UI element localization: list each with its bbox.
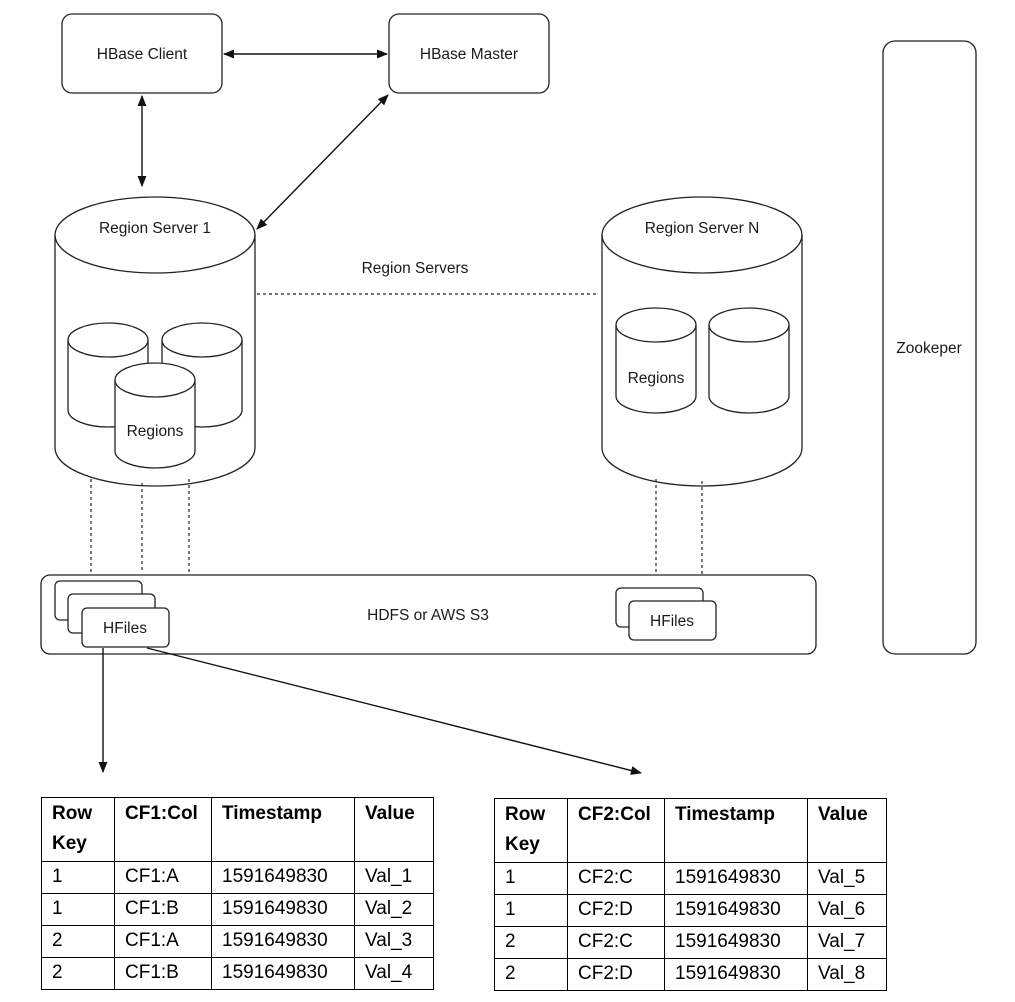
table-row: 2 CF2:C 1591649830 Val_7 [494,926,887,959]
hfiles-stack: HFiles [54,580,170,648]
regions-label: Regions [127,423,184,440]
table-cell: CF1:A [114,925,212,958]
table-cell: 2 [494,926,568,959]
table-cell: 1591649830 [664,926,808,959]
table-cell: CF2:C [567,862,665,895]
hfiles-table2-arrow [146,647,643,775]
hfiles-label: HFiles [103,620,147,637]
table-cell: 2 [494,958,568,991]
zookeeper-node: Zookeper [882,40,977,655]
table-row: 1 CF2:D 1591649830 Val_6 [494,894,887,927]
table-cell: Val_7 [807,926,887,959]
hfile-table-cf1: Row Key CF1:Col Timestamp Value 1 CF1:A … [41,797,434,990]
zookeeper-label: Zookeper [896,340,961,357]
hfiles-stack: HFiles [615,587,717,641]
table-cell: 1591649830 [211,925,355,958]
table-cell: CF2:C [567,926,665,959]
column-header: Row Key [494,798,568,863]
column-header: Timestamp [211,797,355,862]
table-cell: CF2:D [567,894,665,927]
table-cell: 1 [494,894,568,927]
storage-connectors [90,479,703,587]
hbase-master-node: HBase Master [388,13,550,94]
table-row: 1 CF1:B 1591649830 Val_2 [41,893,434,926]
table-header-row: Row Key CF2:Col Timestamp Value [494,798,887,863]
table-cell: Val_1 [354,861,434,894]
table-cell: CF1:B [114,893,212,926]
table-row: 2 CF2:D 1591649830 Val_8 [494,958,887,991]
hbase-client-label: HBase Client [97,46,188,63]
table-cell: 1 [41,861,115,894]
table-cell: 1 [41,893,115,926]
table-cell: 1591649830 [211,957,355,990]
table-row: 1 CF1:A 1591649830 Val_1 [41,861,434,894]
table-cell: Val_2 [354,893,434,926]
column-header: CF1:Col [114,797,212,862]
table-row: 1 CF2:C 1591649830 Val_5 [494,862,887,895]
table-cell: 1591649830 [664,862,808,895]
table-cell: Val_4 [354,957,434,990]
table-cell: 2 [41,925,115,958]
table-row: 2 CF1:B 1591649830 Val_4 [41,957,434,990]
table-cell: 1591649830 [664,958,808,991]
column-header: Value [354,797,434,862]
master-server1-arrow [256,94,389,230]
region-server-n-label: Region Server N [645,220,760,237]
hfile-table-cf2: Row Key CF2:Col Timestamp Value 1 CF2:C … [494,798,887,991]
table-cell: Val_5 [807,862,887,895]
region-server-n: Region Server N Regions [601,196,803,487]
table-cell: Val_8 [807,958,887,991]
column-header: Row Key [41,797,115,862]
table-header-row: Row Key CF1:Col Timestamp Value [41,797,434,862]
column-header: Timestamp [664,798,808,863]
hbase-master-label: HBase Master [420,46,518,63]
column-header: Value [807,798,887,863]
region-cylinder: Regions [114,362,196,469]
region-server-1: Region Server 1 Regions [54,196,256,487]
hfiles-label: HFiles [650,613,694,630]
table-row: 2 CF1:A 1591649830 Val_3 [41,925,434,958]
region-cylinder: Regions [615,307,697,414]
region-cylinder [708,307,790,414]
table-cell: Val_6 [807,894,887,927]
table-cell: 1591649830 [211,861,355,894]
table-cell: Val_3 [354,925,434,958]
table-cell: 1 [494,862,568,895]
hbase-client-node: HBase Client [61,13,223,94]
region-servers-label: Region Servers [362,260,469,277]
column-header: CF2:Col [567,798,665,863]
table-cell: 2 [41,957,115,990]
table-cell: 1591649830 [664,894,808,927]
table-cell: CF2:D [567,958,665,991]
region-server-1-label: Region Server 1 [99,220,211,237]
table-cell: CF1:A [114,861,212,894]
storage-label: HDFS or AWS S3 [367,607,489,624]
regions-label: Regions [628,370,685,387]
table-cell: CF1:B [114,957,212,990]
table-cell: 1591649830 [211,893,355,926]
